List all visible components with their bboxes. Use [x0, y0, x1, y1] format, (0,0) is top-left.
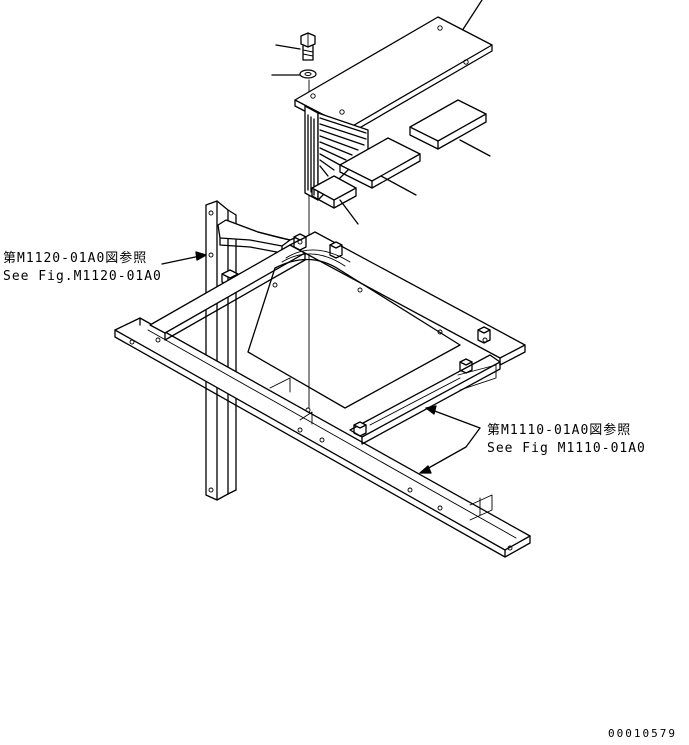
washer [299, 69, 317, 79]
leader-block-1 [459, 139, 491, 157]
block-3 [311, 175, 357, 209]
leader-cover [459, 0, 483, 35]
drawing-number: 00010579 [608, 727, 677, 740]
main-frame [114, 231, 531, 558]
block-2 [339, 137, 421, 189]
cover-plate [294, 16, 493, 201]
reference-arrows [161, 251, 481, 474]
ref-m1110-label-jp: 第M1110-01A0図参照 [487, 423, 632, 438]
column-bracket [217, 219, 301, 287]
ref-m1120-label-jp: 第M1120-01A0図参照 [3, 251, 148, 266]
ref-m1110-label-en: See Fig M1110-01A0 [487, 441, 646, 456]
bolt [300, 32, 316, 61]
leader-bolt [275, 44, 301, 50]
block-1 [409, 99, 487, 150]
arrow-m1120 [161, 255, 201, 265]
ref-m1120-label-en: See Fig.M1120-01A0 [3, 269, 162, 284]
leader-block-3 [339, 199, 359, 225]
